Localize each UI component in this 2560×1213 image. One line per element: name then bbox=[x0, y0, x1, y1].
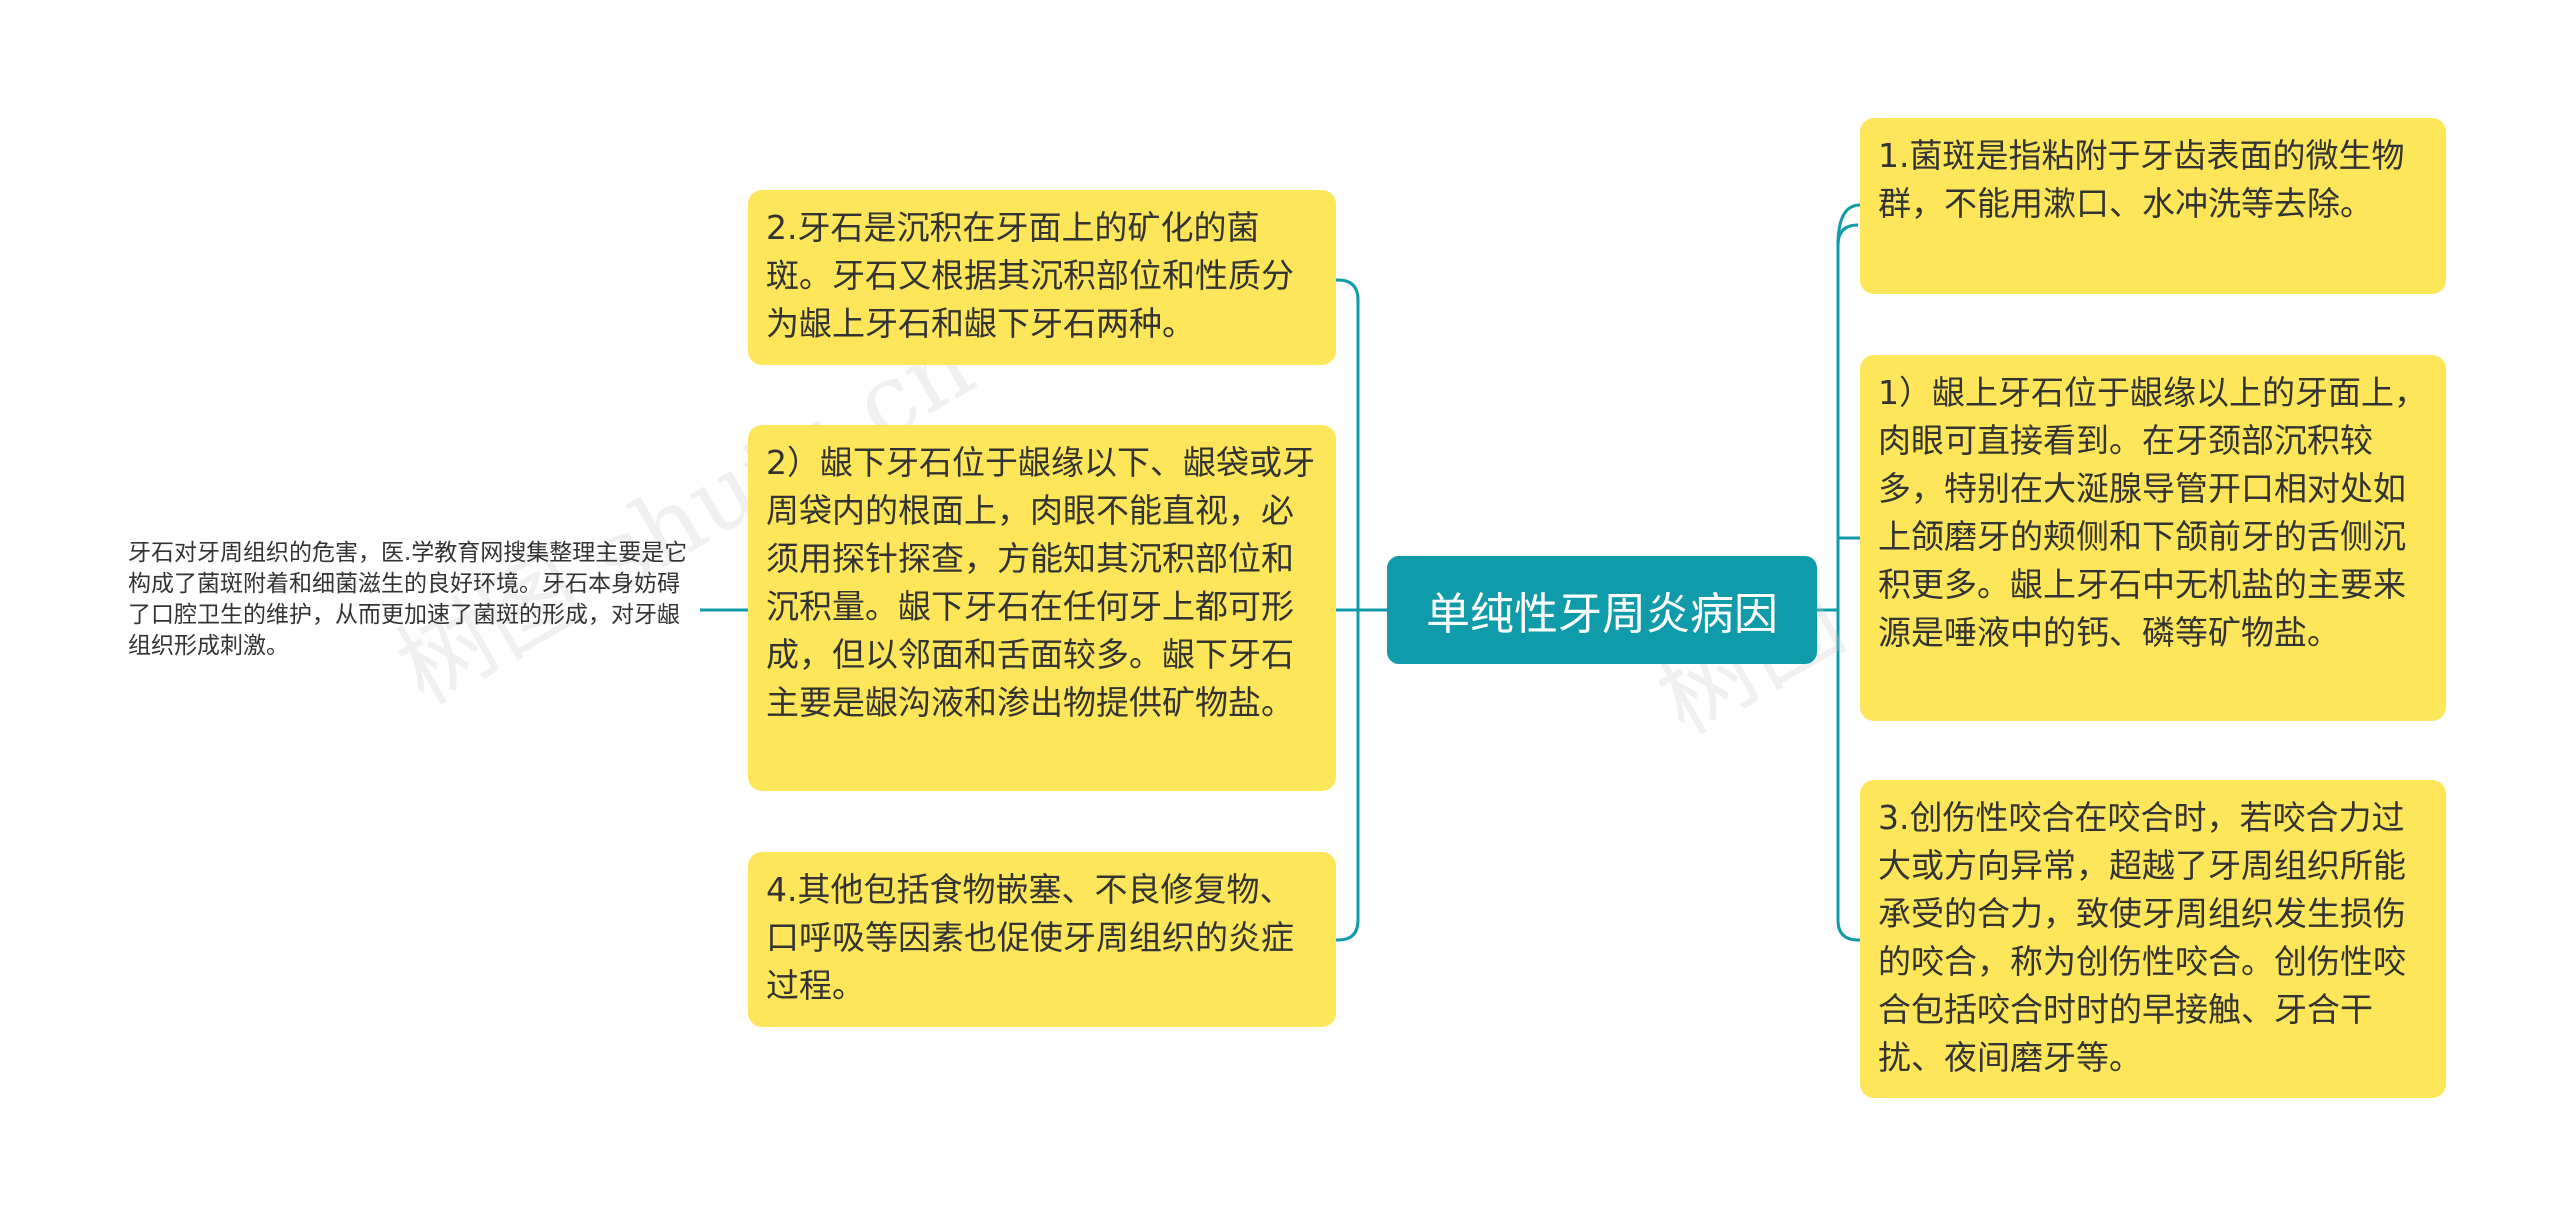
left-node-other-factors[interactable]: 4.其他包括食物嵌塞、不良修复物、口呼吸等因素也促使牙周组织的炎症过程。 bbox=[748, 852, 1336, 1027]
node-text: 4.其他包括食物嵌塞、不良修复物、口呼吸等因素也促使牙周组织的炎症过程。 bbox=[766, 870, 1294, 1005]
node-text: 2.牙石是沉积在牙面上的矿化的菌斑。牙石又根据其沉积部位和性质分为龈上牙石和龈下… bbox=[766, 208, 1294, 343]
right-node-traumatic-occlusion[interactable]: 3.创伤性咬合在咬合时，若咬合力过大或方向异常，超越了牙周组织所能承受的合力，致… bbox=[1860, 780, 2446, 1098]
left-node-subgingival-calculus[interactable]: 2）龈下牙石位于龈缘以下、龈袋或牙周袋内的根面上，肉眼不能直视，必须用探针探查，… bbox=[748, 425, 1336, 791]
node-text: 3.创伤性咬合在咬合时，若咬合力过大或方向异常，超越了牙周组织所能承受的合力，致… bbox=[1878, 798, 2406, 1077]
left-node-tartar[interactable]: 2.牙石是沉积在牙面上的矿化的菌斑。牙石又根据其沉积部位和性质分为龈上牙石和龈下… bbox=[748, 190, 1336, 365]
root-label: 单纯性牙周炎病因 bbox=[1426, 589, 1778, 640]
node-text: 2）龈下牙石位于龈缘以下、龈袋或牙周袋内的根面上，肉眼不能直视，必须用探针探查，… bbox=[766, 443, 1315, 722]
left-leaf-text: 牙石对牙周组织的危害，医.学教育网搜集整理主要是它构成了菌斑附着和细菌滋生的良好… bbox=[128, 540, 688, 659]
node-text: 1）龈上牙石位于龈缘以上的牙面上，肉眼可直接看到。在牙颈部沉积较多，特别在大涎腺… bbox=[1878, 373, 2427, 652]
right-node-supragingival-calculus[interactable]: 1）龈上牙石位于龈缘以上的牙面上，肉眼可直接看到。在牙颈部沉积较多，特别在大涎腺… bbox=[1860, 355, 2446, 721]
right-node-plaque[interactable]: 1.菌斑是指粘附于牙齿表面的微生物群，不能用漱口、水冲洗等去除。 bbox=[1860, 118, 2446, 294]
root-topic[interactable]: 单纯性牙周炎病因 bbox=[1387, 556, 1817, 664]
node-text: 1.菌斑是指粘附于牙齿表面的微生物群，不能用漱口、水冲洗等去除。 bbox=[1878, 136, 2405, 223]
